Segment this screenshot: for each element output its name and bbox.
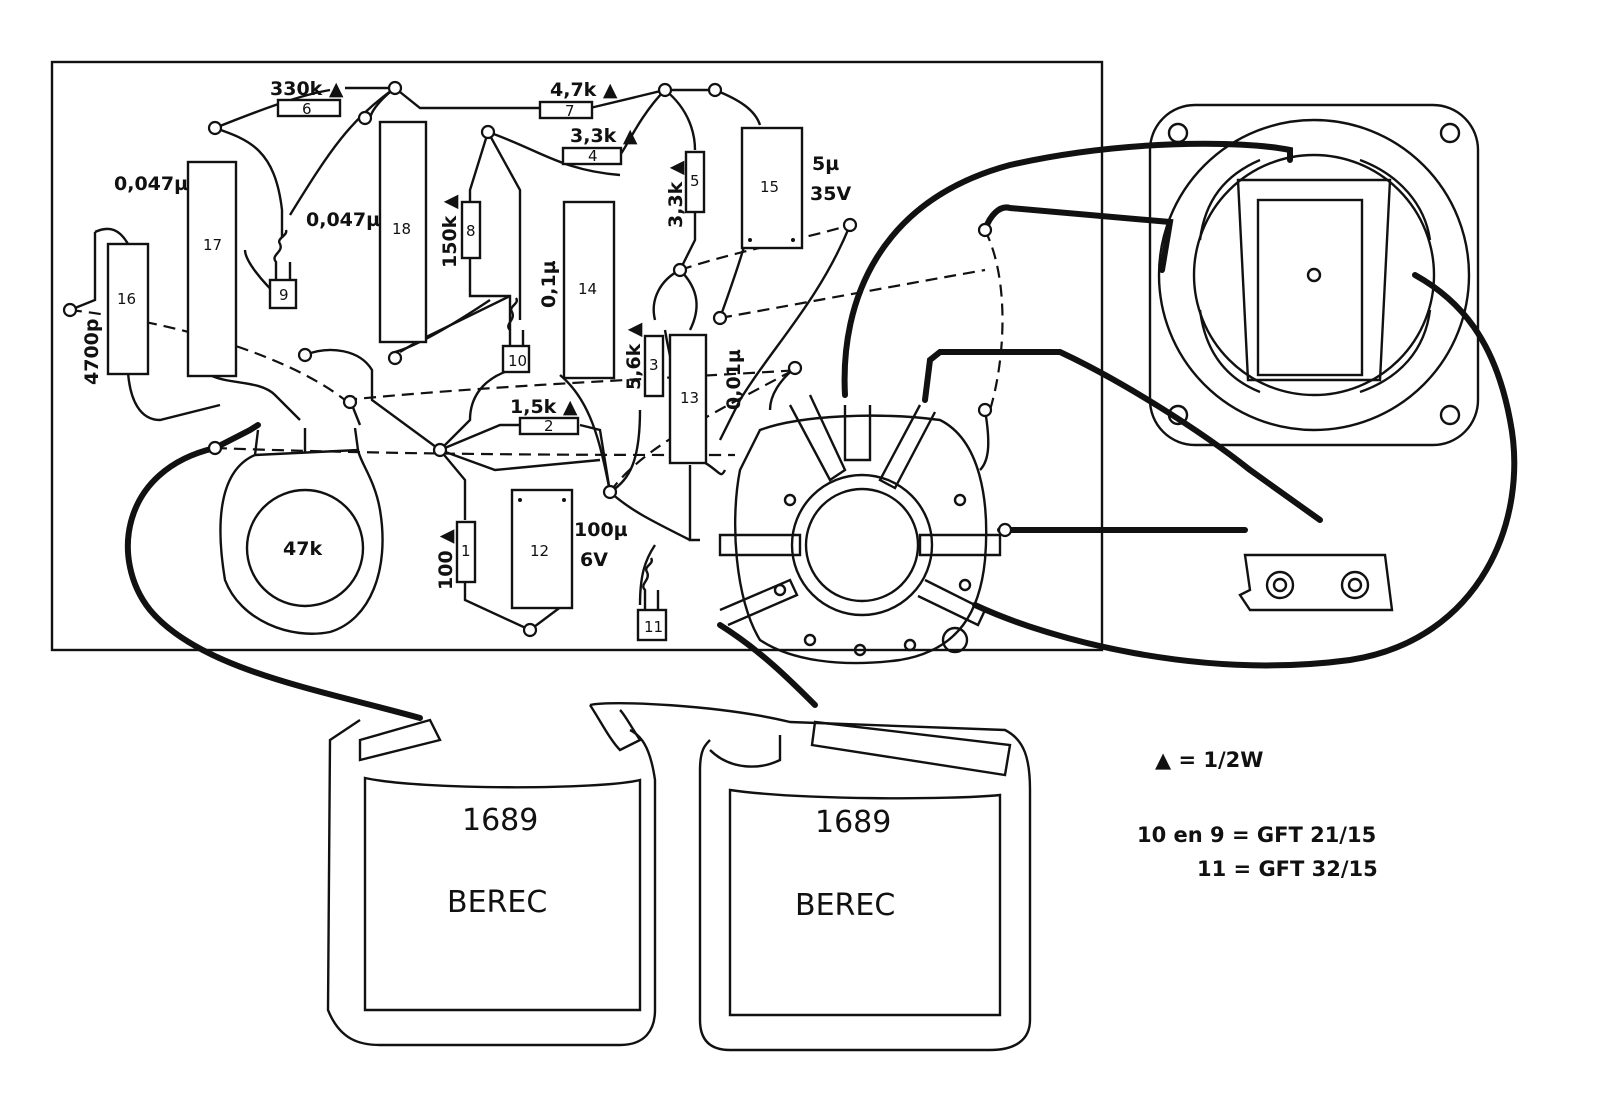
capacitor-18-value: 0,047µ (306, 209, 380, 231)
resistor-7-value: 4,7k ▲ (550, 79, 618, 101)
battery-left-brand: BEREC (447, 885, 547, 920)
note-legend: ▲ = 1/2W (1155, 748, 1263, 772)
note-line-1: 10 en 9 = GFT 21/15 (1137, 823, 1376, 847)
resistor-6: 6 330k ▲ (270, 78, 344, 118)
capacitor-17-number: 17 (203, 236, 222, 254)
transistor-11-number: 11 (644, 618, 663, 636)
resistor-6-value: 330k ▲ (270, 78, 344, 100)
capacitor-15: 15 5µ 35V (740, 126, 851, 250)
capacitor-12-number: 12 (530, 542, 549, 560)
output-socket (1238, 553, 1394, 612)
battery-left: 1689 BEREC (326, 704, 657, 1047)
rotary-switch (718, 394, 1002, 665)
battery-right-type: 1689 (815, 805, 891, 840)
resistor-1-value: 100 ▲ (435, 529, 457, 590)
thick-wires (124, 140, 1518, 721)
transistor-9-number: 9 (279, 286, 289, 304)
transistor-10-number: 10 (508, 352, 527, 370)
resistor-7-number: 7 (565, 102, 575, 120)
battery-right-brand: BEREC (795, 888, 895, 923)
resistor-3-number: 3 (649, 356, 659, 374)
resistor-3-value: 5,6k ▲ (623, 322, 645, 390)
potentiometer: 47k (219, 427, 384, 635)
note-line-2: 11 = GFT 32/15 (1197, 857, 1378, 881)
resistor-1: 1 100 ▲ (435, 520, 477, 590)
capacitor-12-value: 100µ (574, 519, 628, 541)
capacitor-15-value: 5µ (812, 153, 839, 175)
capacitor-13-number: 13 (680, 389, 699, 407)
capacitor-16: 16 4700p (81, 242, 150, 385)
capacitor-15-voltage: 35V (810, 183, 851, 205)
capacitor-13: 13 0,01µ (668, 333, 745, 465)
battery-right: 1689 BEREC (589, 701, 1032, 1052)
resistor-2-value: 1,5k ▲ (510, 396, 578, 418)
resistor-2: 2 1,5k ▲ (510, 396, 580, 436)
resistor-4-value: 3,3k ▲ (570, 125, 638, 147)
resistor-5-number: 5 (690, 172, 700, 190)
resistor-1-number: 1 (461, 542, 471, 560)
transistor-9: 9 (268, 229, 298, 310)
pcb-outline (50, 60, 1104, 652)
transistor-10: 10 (501, 297, 531, 374)
capacitor-17: 17 0,047µ (114, 160, 238, 378)
resistor-8-number: 8 (466, 222, 476, 240)
resistor-2-number: 2 (544, 417, 554, 435)
capacitor-14-value: 0,1µ (538, 260, 560, 308)
capacitor-18: 18 0,047µ (306, 120, 428, 344)
capacitor-12: 12 100µ 6V (510, 488, 628, 610)
capacitor-17-value: 0,047µ (114, 173, 188, 195)
solder-nodes (62, 80, 1013, 638)
resistor-5: 5 3,3k ▲ (665, 150, 706, 228)
notes: ▲ = 1/2W 10 en 9 = GFT 21/15 11 = GFT 32… (1137, 748, 1378, 881)
loudspeaker (1148, 103, 1480, 447)
battery-left-type: 1689 (462, 803, 538, 838)
resistor-4: 4 3,3k ▲ (561, 125, 638, 166)
capacitor-16-number: 16 (117, 290, 136, 308)
capacitor-14: 14 0,1µ (538, 200, 616, 380)
capacitor-16-value: 4700p (81, 319, 103, 385)
resistor-3: 3 5,6k ▲ (623, 322, 665, 398)
resistor-8: 8 150k ▲ (439, 194, 482, 268)
transistor-11: 11 (636, 557, 668, 642)
resistor-4-number: 4 (588, 147, 598, 165)
potentiometer-value: 47k (283, 538, 322, 560)
resistor-6-number: 6 (302, 100, 312, 118)
capacitor-18-number: 18 (392, 220, 411, 238)
capacitor-13-value: 0,01µ (723, 349, 745, 410)
capacitor-14-number: 14 (578, 280, 597, 298)
resistor-8-value: 150k ▲ (439, 194, 461, 268)
capacitor-12-voltage: 6V (580, 549, 608, 571)
resistor-7: 7 4,7k ▲ (538, 79, 618, 120)
resistor-5-value: 3,3k ▲ (665, 160, 687, 228)
capacitor-15-number: 15 (760, 178, 779, 196)
